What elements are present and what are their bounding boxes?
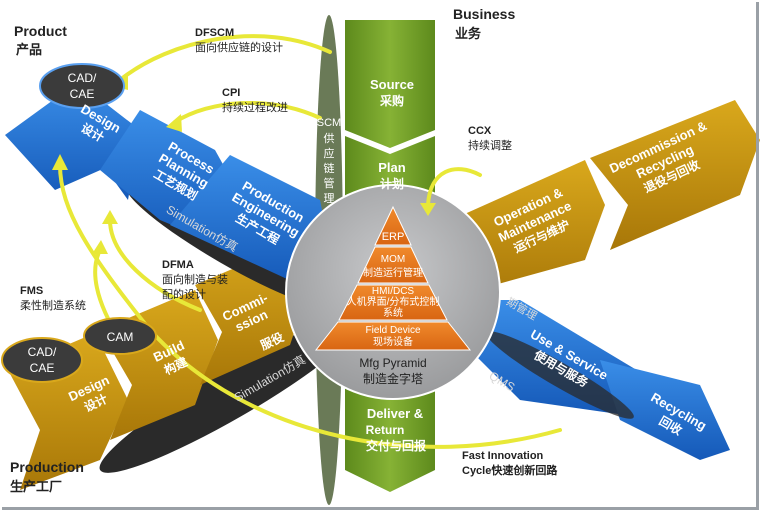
business-title: Business: [453, 6, 515, 22]
source-label: Source: [370, 77, 414, 92]
pyramid-field: [314, 321, 472, 351]
fast-innovation-label: Fast Innovation: [462, 450, 544, 462]
scm-label: SCM: [317, 117, 341, 129]
cpi-arrow: [173, 100, 322, 124]
dfscm-label-zh: 面向供应链的设计: [195, 40, 283, 54]
pyramid-mom-label: MOM: [381, 254, 405, 265]
cam-label: CAM: [107, 330, 134, 344]
cpi-label-zh: 持续过程改进: [222, 100, 288, 114]
pyramid-erp: [374, 205, 412, 246]
product-cad-cae-badge: [39, 63, 125, 109]
pyramid-hmi-label-zh: 人机界面/分布式控制: [347, 295, 440, 308]
production-cad-cae-line2: CAE: [30, 361, 55, 375]
mfg-pyramid-group: [285, 184, 501, 400]
pyramid-hmi-label-zh2: 系统: [383, 306, 403, 319]
fms-arrowhead: [92, 240, 108, 254]
pyramid-caption: Mfg Pyramid: [359, 356, 426, 370]
production-cad-cae-badge: [1, 337, 83, 383]
dfma-label: DFMA: [162, 259, 194, 271]
scm-char-2: 应: [324, 146, 335, 160]
recycling-chevron: [600, 360, 730, 460]
scm-char-1: 供: [324, 131, 335, 145]
product-title: Product: [14, 23, 67, 39]
scm-char-5: 理: [324, 192, 335, 205]
dfma-arrowhead: [102, 210, 118, 224]
pyramid-field-label-zh: 现场设备: [373, 335, 413, 348]
dfma-arrow: [108, 218, 202, 312]
dfma-label-zh1: 面向制造与装: [162, 272, 228, 286]
pyramid-mom-label-zh: 制造运行管理: [363, 266, 423, 279]
source-label-zh: 采购: [379, 93, 404, 108]
plan-label-zh: 计划: [380, 176, 404, 191]
pyramid-hmi-label: HMI/DCS: [372, 286, 415, 297]
dfma-label-zh2: 配的设计: [162, 287, 206, 301]
feedback-arrows: [58, 34, 562, 449]
pyramid-caption-zh: 制造金字塔: [363, 371, 423, 386]
ccx-label: CCX: [468, 125, 492, 137]
product-cad-cae-line2: CAE: [70, 87, 95, 101]
deliver-label-zh: 交付与回报: [366, 438, 426, 453]
production-engineering-chevron: [170, 155, 330, 285]
business-title-zh: 业务: [455, 26, 482, 41]
ccx-arrow: [426, 167, 482, 207]
cpi-arrowhead: [166, 114, 182, 132]
production-title: Production: [10, 459, 84, 475]
deliver-label-line1: Deliver &: [367, 406, 423, 421]
deliver-chevron: [345, 380, 435, 492]
pyramid-erp-label: ERP: [382, 231, 405, 243]
plan-label: Plan: [378, 160, 406, 175]
dfscm-arrow: [118, 34, 332, 82]
production-axis: [8, 240, 361, 490]
fast-innovation-arrowhead: [52, 154, 68, 170]
source-chevron: [345, 20, 435, 148]
production-cam-badge: [83, 317, 157, 355]
fms-label-zh: 柔性制造系统: [20, 298, 86, 312]
ccx-label-zh: 持续调整: [468, 138, 512, 152]
product-design-chevron: [5, 82, 140, 200]
scm-char-4: 管: [324, 176, 335, 190]
fast-innovation-label-zh: Cycle快速创新回路: [462, 463, 558, 477]
ccx-arrowhead: [420, 203, 436, 216]
product-title-zh: 产品: [16, 42, 42, 57]
production-title-zh: 生产工厂: [10, 479, 62, 494]
cpi-label: CPI: [222, 87, 240, 99]
product-cad-cae-line1: CAD/: [68, 71, 97, 85]
fast-innovation-arrow: [58, 163, 562, 449]
scm-char-3: 链: [324, 161, 335, 175]
product-axis: [5, 82, 730, 460]
fms-label: FMS: [20, 285, 43, 297]
production-cad-cae-line1: CAD/: [28, 345, 57, 359]
deliver-label-line2: Return: [366, 423, 405, 437]
dfscm-label: DFSCM: [195, 27, 234, 39]
decommission-chevron: [590, 100, 760, 250]
pyramid-mom: [357, 246, 429, 284]
qms-tube: [486, 331, 634, 419]
pyramid-field-label: Field Device: [365, 325, 420, 336]
pyramid-hmi: [338, 284, 448, 321]
